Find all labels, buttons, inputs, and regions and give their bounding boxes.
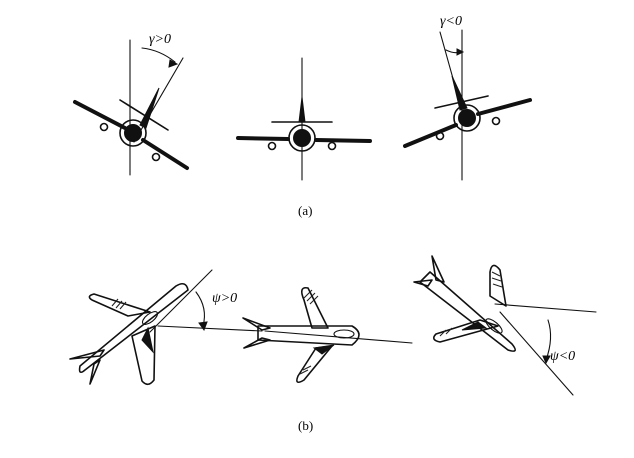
right-wheel — [491, 116, 501, 126]
engine-intake — [124, 124, 142, 142]
heading-line — [499, 311, 574, 396]
left-wheel — [267, 141, 277, 151]
vertical-fin — [298, 96, 306, 123]
right-wheel — [151, 152, 161, 162]
top-view-level — [242, 286, 413, 384]
wing-shadow — [312, 344, 335, 355]
vertical-fin — [451, 75, 468, 111]
left-wheel — [99, 122, 109, 132]
lower-wing — [432, 319, 499, 343]
horizontal-reference-line — [157, 325, 263, 332]
left-wheel — [435, 131, 445, 141]
front-view-level — [236, 57, 372, 181]
engine-intake — [293, 129, 311, 147]
tail-plane-upper — [431, 255, 445, 283]
fuselage — [419, 271, 516, 352]
canopy — [485, 318, 503, 334]
caption-b: (b) — [298, 418, 313, 433]
tail-plane-upper — [69, 349, 105, 360]
engine-intake — [458, 109, 476, 127]
left-wing — [236, 136, 290, 141]
tail-plane-upper — [242, 317, 271, 331]
wing-shadow — [141, 326, 154, 354]
right-wing — [141, 138, 189, 170]
horizontal-tail — [119, 99, 169, 131]
left-wing — [403, 123, 458, 148]
vertical-fin — [139, 87, 160, 129]
right-wing — [314, 138, 372, 143]
angle-arrowhead — [168, 59, 179, 68]
fuselage-ring — [288, 124, 316, 152]
angle-arc — [195, 291, 205, 327]
angle-arrowhead — [456, 48, 465, 56]
upper-wing — [489, 264, 507, 307]
wing-shadow — [461, 321, 488, 331]
fuselage-ring — [119, 119, 147, 147]
wing-stripes — [299, 289, 319, 375]
upper-wing — [88, 293, 151, 317]
left-wing — [73, 100, 127, 130]
top-view-yawed-positive: ψ>0 — [69, 269, 263, 386]
fuselage — [78, 282, 189, 374]
gamma-positive-label: γ>0 — [149, 32, 171, 47]
tail-plane-lower — [413, 279, 433, 287]
tail-plane-lower — [89, 359, 101, 385]
right-wheel — [327, 141, 337, 151]
right-wing — [476, 98, 532, 116]
caption-a: (a) — [298, 203, 312, 218]
horizontal-reference-line — [494, 303, 597, 313]
wing-stripes — [111, 298, 127, 310]
front-view-rolled-negative: γ<0 — [403, 14, 532, 181]
upper-wing — [300, 286, 329, 329]
heading-line — [149, 269, 213, 333]
angle-arc — [141, 47, 176, 63]
psi-negative-label: ψ<0 — [550, 349, 575, 364]
fuselage — [257, 325, 360, 346]
wing-stripes — [439, 271, 503, 337]
angle-arrowhead — [198, 321, 208, 332]
gamma-negative-label: γ<0 — [440, 14, 462, 29]
lower-wing — [296, 345, 333, 384]
canopy — [141, 311, 159, 325]
canopy — [333, 329, 355, 339]
psi-positive-label: ψ>0 — [212, 291, 237, 306]
front-view-rolled-positive: γ>0 — [73, 32, 189, 176]
tilted-axis-line — [133, 57, 184, 143]
lower-wing — [131, 325, 156, 386]
tail-plane-lower — [243, 337, 271, 349]
angle-arrowhead — [542, 355, 551, 365]
fuselage-ring — [453, 104, 481, 132]
top-view-yawed-negative: ψ<0 — [413, 255, 597, 396]
